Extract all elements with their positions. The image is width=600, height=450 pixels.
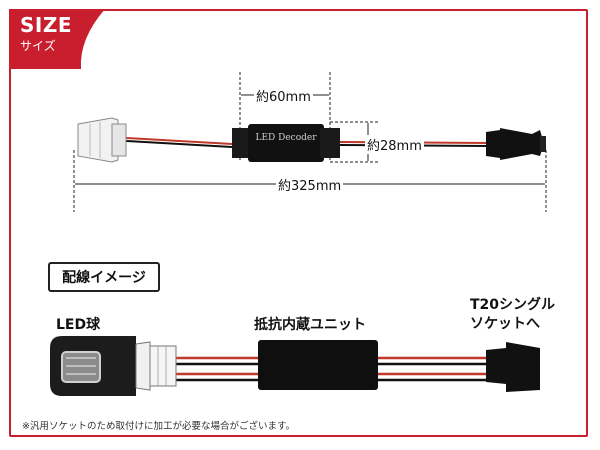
decoder-box-icon: LED Decoder [232,124,340,162]
diagram-frame [9,9,588,437]
decoder-print: LED Decoder [255,133,317,143]
socket-label-line2: ソケットへ [470,316,540,332]
white-socket-icon [77,117,127,163]
wiring-heading: 配線イメージ [48,262,160,292]
footnote: ※汎用ソケットのため取付けに加工が必要な場合がございます。 [22,421,296,432]
size-badge-shape [9,9,105,69]
resistor-unit-icon [258,340,378,390]
t20-socket-icon [486,342,540,392]
total-length-label: 約325mm [276,175,344,194]
decoder-height-label: 約28mm [365,135,424,154]
size-badge-subtitle: サイズ [20,39,56,53]
resistor-unit-label: 抵抗内蔵ユニット [254,317,366,333]
size-badge [9,9,105,69]
size-badge-title: SIZE [20,13,73,37]
t20-plug-icon [486,128,546,160]
led-bulb-label: LED球 [56,317,101,333]
socket-label-line1: T20シングル [470,297,556,313]
decoder-length-label: 約60mm [254,86,313,105]
dimension-guides [73,72,547,212]
led-bulb-icon [50,336,177,396]
